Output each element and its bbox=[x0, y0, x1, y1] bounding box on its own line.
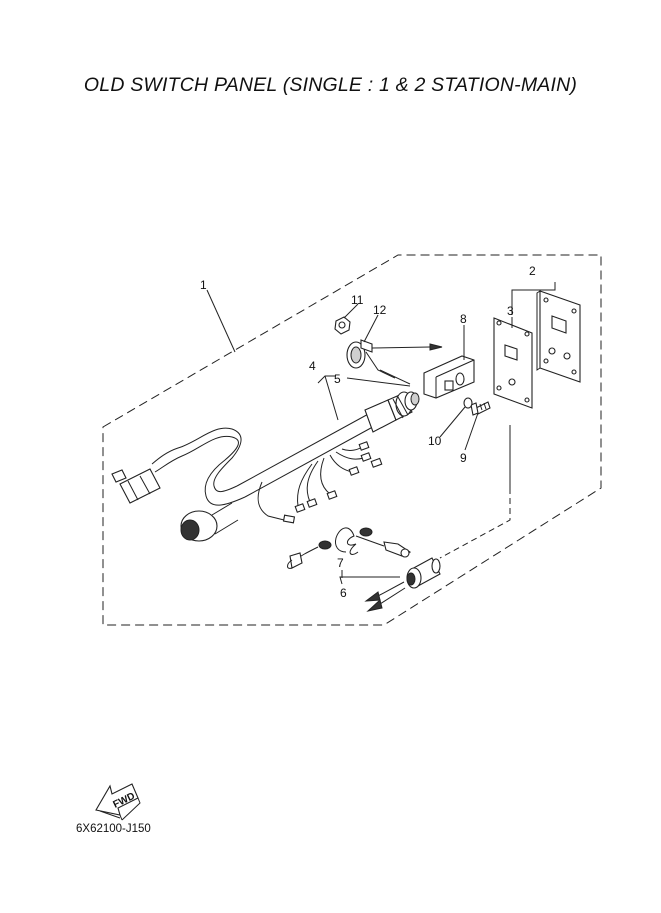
leader-6 bbox=[339, 576, 400, 585]
leader-5 bbox=[346, 377, 411, 387]
leader-11 bbox=[343, 303, 359, 319]
leader-12 bbox=[363, 314, 379, 343]
washer bbox=[463, 397, 473, 409]
leader-9 bbox=[464, 412, 479, 451]
callout-9: 9 bbox=[460, 451, 467, 465]
callout-2: 2 bbox=[529, 264, 536, 278]
gasket bbox=[493, 317, 533, 409]
callout-4: 4 bbox=[309, 359, 316, 373]
emergency-stop-switch bbox=[364, 557, 441, 612]
page-title: OLD SWITCH PANEL (SINGLE : 1 & 2 STATION… bbox=[83, 74, 578, 96]
clamp-locator-arrow bbox=[379, 369, 411, 385]
diagram-code: 6X62100-J150 bbox=[76, 823, 151, 835]
fwd-arrow-icon: FWD bbox=[95, 783, 141, 821]
callout-1: 1 bbox=[200, 278, 207, 292]
callout-8: 8 bbox=[460, 312, 467, 326]
lanyard-cord bbox=[287, 527, 412, 569]
callout-11: 11 bbox=[351, 293, 364, 307]
callout-6: 6 bbox=[340, 586, 347, 600]
leader-10 bbox=[439, 406, 466, 438]
leader-2 bbox=[511, 282, 556, 315]
callout-5: 5 bbox=[334, 372, 341, 386]
nut bbox=[334, 316, 351, 335]
assembly-boundary bbox=[102, 254, 602, 626]
main-harness bbox=[111, 391, 420, 542]
callout-7: 7 bbox=[337, 556, 344, 570]
callout-10: 10 bbox=[428, 434, 442, 448]
switch-locator-line bbox=[439, 488, 511, 559]
switch-panel-plate bbox=[536, 290, 581, 383]
leader-1 bbox=[206, 289, 236, 353]
bracket bbox=[423, 355, 475, 399]
callout-12: 12 bbox=[373, 303, 387, 317]
callout-3: 3 bbox=[507, 304, 514, 318]
cable-clamp bbox=[346, 339, 443, 379]
screw bbox=[470, 401, 491, 416]
leader-4 bbox=[317, 375, 339, 421]
